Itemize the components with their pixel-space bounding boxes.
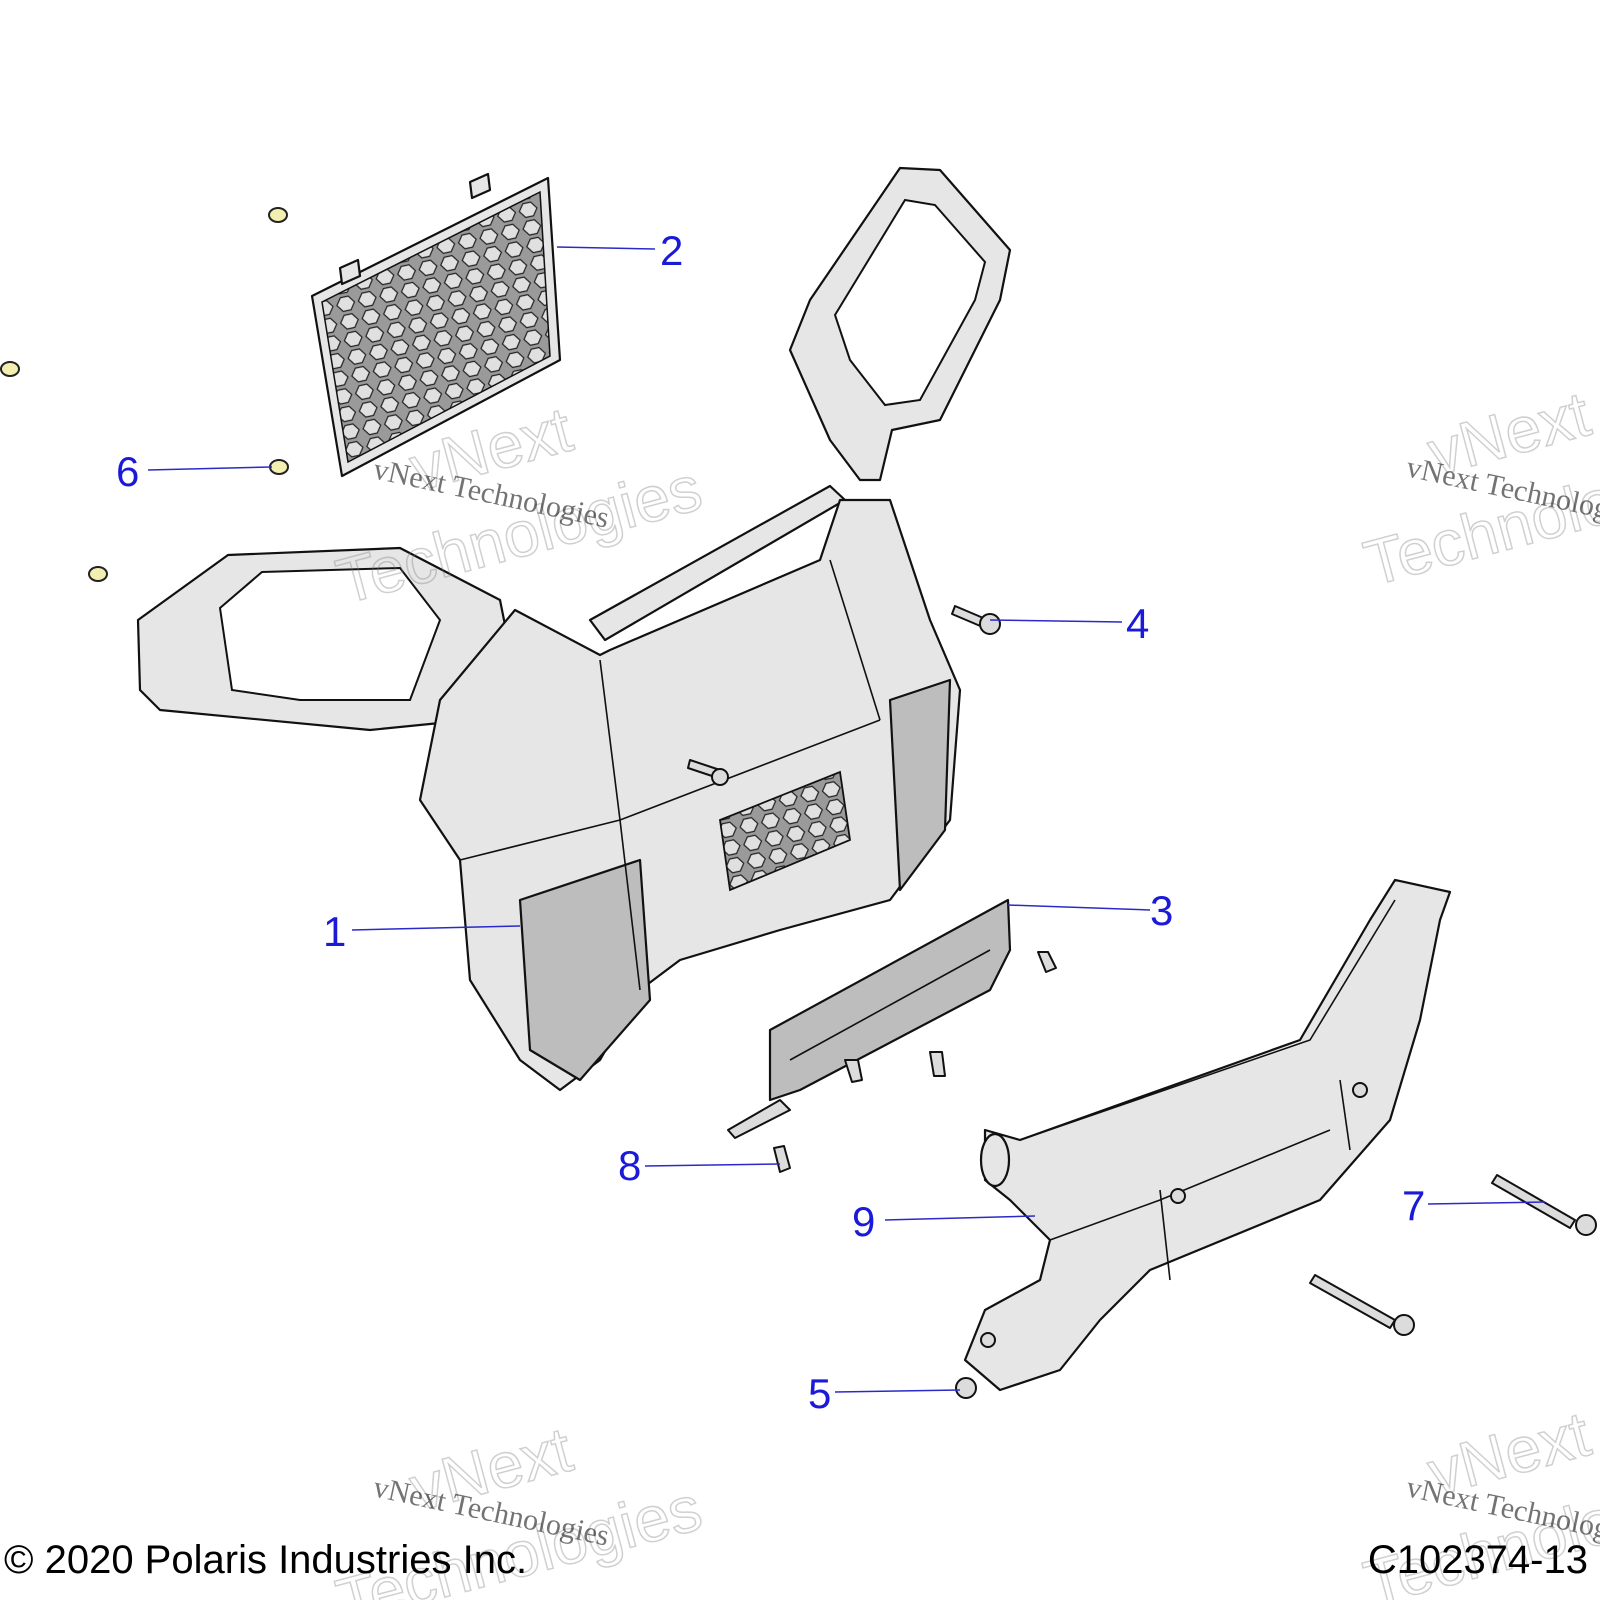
front-cab-part-1 bbox=[136, 166, 1012, 1092]
diagram-id: C102374-13 bbox=[1367, 1538, 1588, 1582]
grille-part-2 bbox=[310, 172, 562, 478]
callout-3: 3 bbox=[1150, 887, 1173, 934]
copyright-text: © 2020 Polaris Industries Inc. bbox=[4, 1538, 528, 1582]
brush-guard-part-9 bbox=[963, 878, 1452, 1392]
callout-labels: 1 2 3 4 5 6 7 8 9 bbox=[116, 227, 1425, 1417]
callout-9: 9 bbox=[852, 1198, 875, 1245]
callout-2: 2 bbox=[660, 227, 683, 274]
callout-7: 7 bbox=[1402, 1182, 1425, 1229]
nut-group-part-6 bbox=[0, 207, 289, 582]
skid-plate-part-3 bbox=[727, 898, 1012, 1139]
callout-1: 1 bbox=[323, 908, 346, 955]
leader-lines bbox=[147, 246, 1546, 1393]
callout-5: 5 bbox=[808, 1370, 831, 1417]
callout-6: 6 bbox=[116, 448, 139, 495]
callout-8: 8 bbox=[618, 1142, 641, 1189]
callout-4: 4 bbox=[1126, 600, 1149, 647]
